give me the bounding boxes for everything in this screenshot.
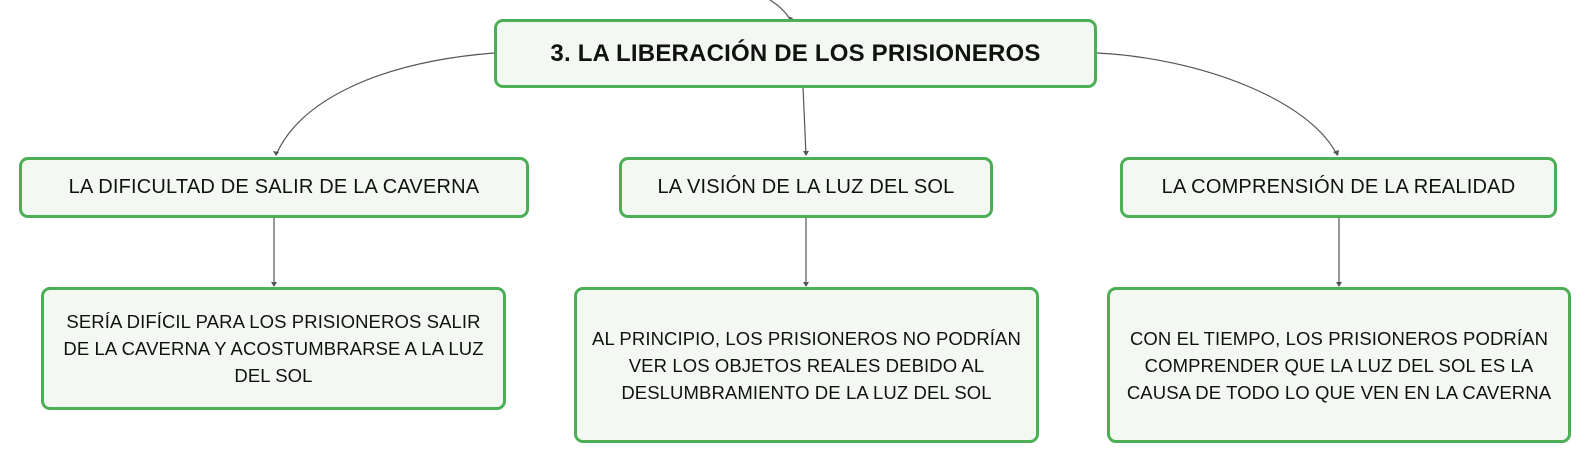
detail-text-1: SERÍA DIFÍCIL PARA LOS PRISIONEROS SALIR… bbox=[63, 311, 484, 386]
root-topic-label: 3. LA LIBERACIÓN DE LOS PRISIONEROS bbox=[550, 39, 1041, 67]
connector-root-to-branch-1 bbox=[275, 52, 495, 156]
arrowhead-branch-1 bbox=[273, 151, 279, 156]
branch-label-3: LA COMPRENSIÓN DE LA REALIDAD bbox=[1161, 176, 1516, 198]
connector-root-to-branch-3 bbox=[1096, 52, 1338, 156]
root-topic-node[interactable]: 3. LA LIBERACIÓN DE LOS PRISIONEROS bbox=[494, 19, 1097, 88]
arrowhead-detail-2 bbox=[803, 282, 809, 287]
connector-parent-to-root bbox=[769, 0, 791, 20]
branch-label-1: LA DIFICULTAD DE SALIR DE LA CAVERNA bbox=[68, 176, 480, 198]
detail-node-3[interactable]: CON EL TIEMPO, LOS PRISIONEROS PODRÍAN C… bbox=[1107, 287, 1571, 443]
detail-node-2[interactable]: AL PRINCIPIO, LOS PRISIONEROS NO PODRÍAN… bbox=[574, 287, 1039, 443]
branch-node-3[interactable]: LA COMPRENSIÓN DE LA REALIDAD bbox=[1120, 157, 1557, 218]
arrowhead-detail-1 bbox=[271, 282, 277, 287]
detail-node-1[interactable]: SERÍA DIFÍCIL PARA LOS PRISIONEROS SALIR… bbox=[41, 287, 506, 410]
connector-root-to-branch-2 bbox=[802, 86, 807, 156]
arrowhead-branch-3 bbox=[1333, 150, 1339, 156]
branch-label-2: LA VISIÓN DE LA LUZ DEL SOL bbox=[657, 176, 955, 198]
arrowhead-detail-3 bbox=[1336, 282, 1342, 287]
arrowhead-branch-2 bbox=[803, 151, 809, 156]
detail-text-2: AL PRINCIPIO, LOS PRISIONEROS NO PODRÍAN… bbox=[592, 327, 1021, 403]
branch-node-1[interactable]: LA DIFICULTAD DE SALIR DE LA CAVERNA bbox=[19, 157, 529, 218]
detail-text-3: CON EL TIEMPO, LOS PRISIONEROS PODRÍAN C… bbox=[1126, 327, 1552, 403]
branch-node-2[interactable]: LA VISIÓN DE LA LUZ DEL SOL bbox=[619, 157, 993, 218]
